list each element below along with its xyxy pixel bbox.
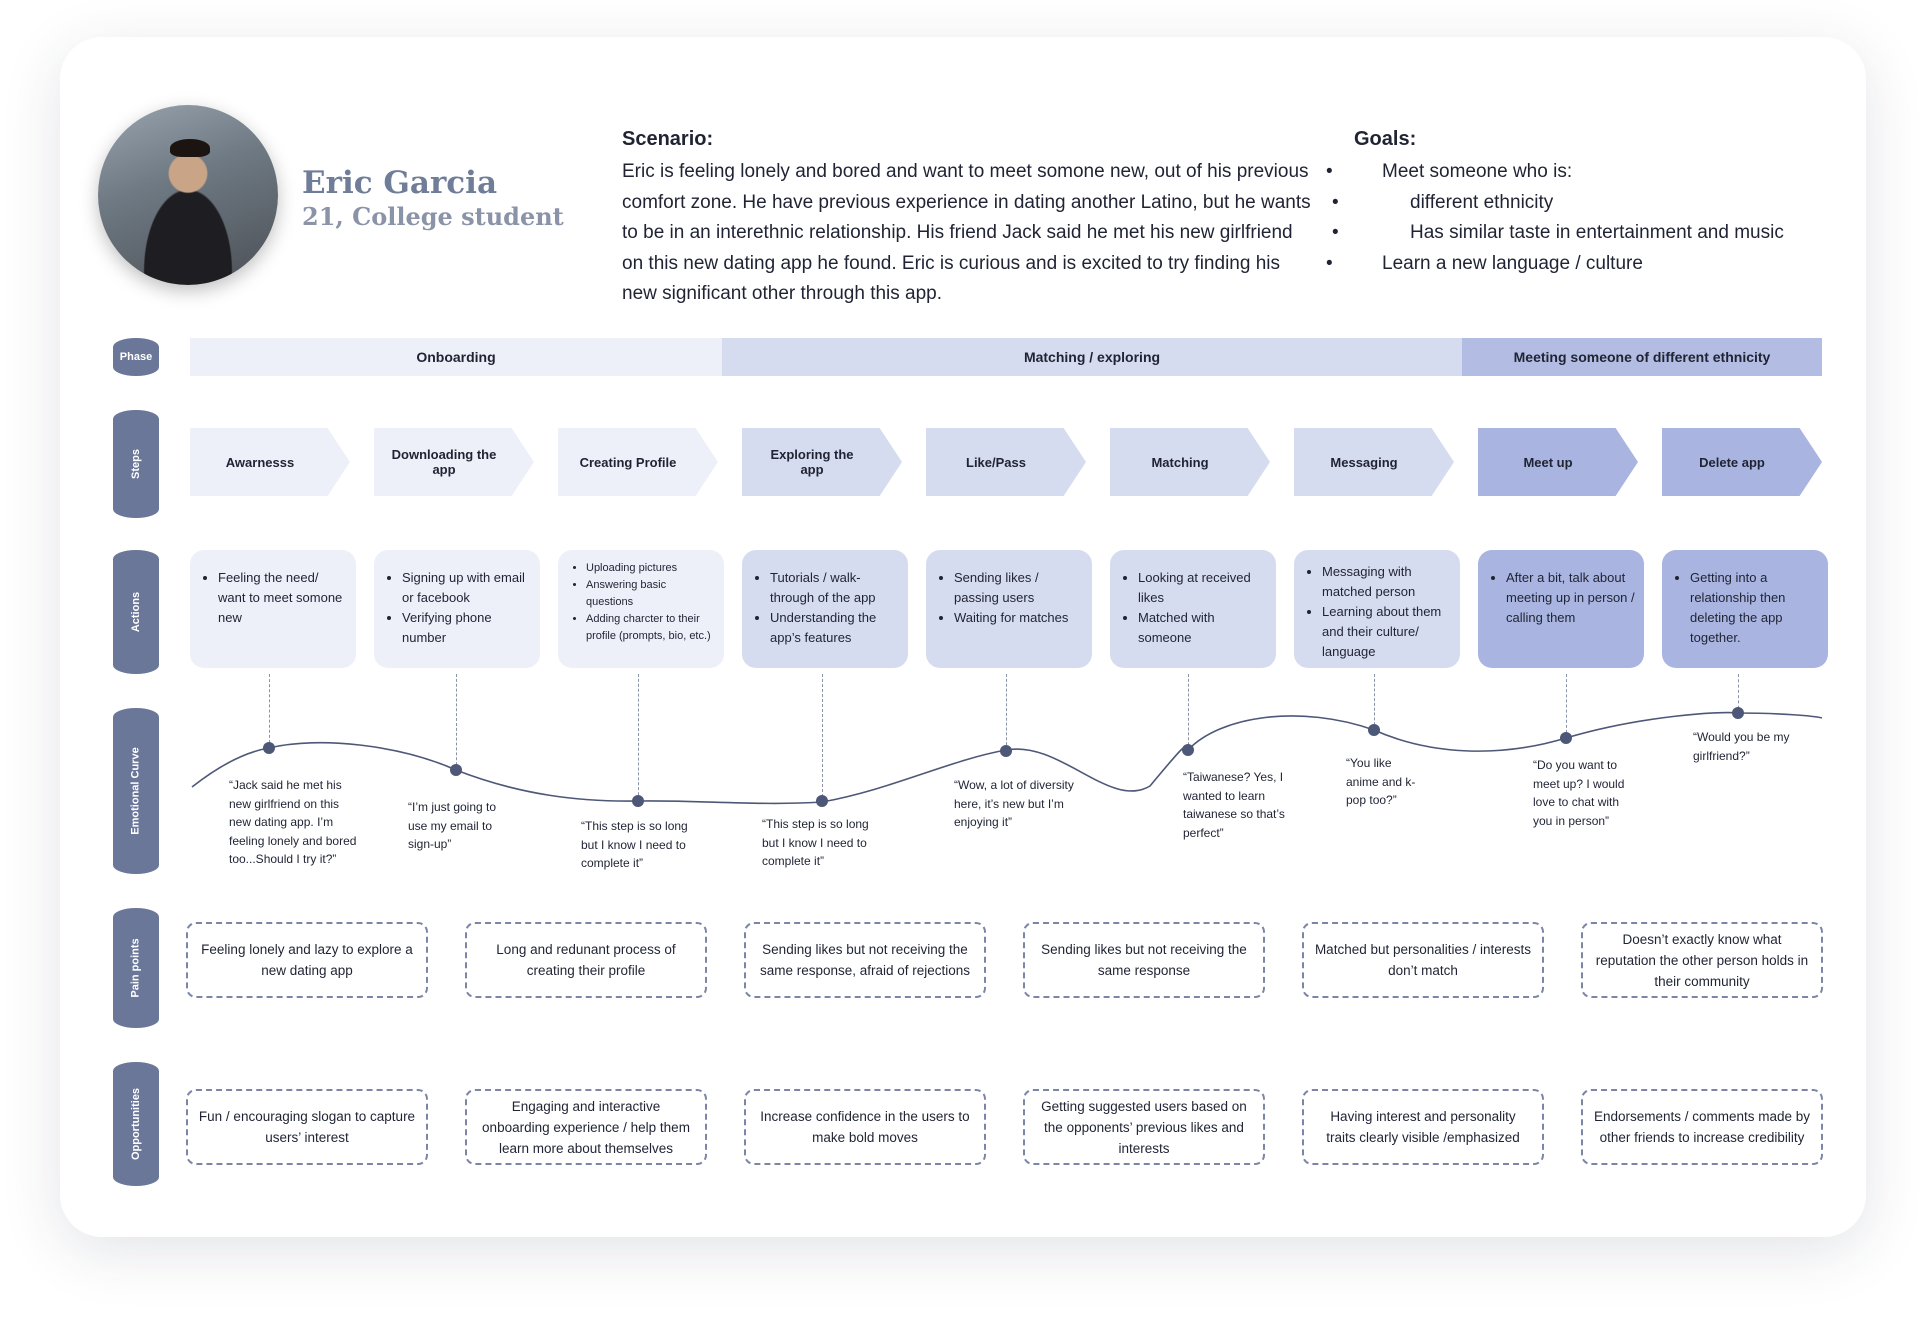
row-label-opportunities: Opportunities <box>113 1062 159 1186</box>
action-card: Feeling the need/ want to meet somone ne… <box>190 550 356 668</box>
row-label-steps: Steps <box>113 410 159 518</box>
connector-line <box>456 674 457 770</box>
avatar-hair <box>170 139 210 157</box>
emotion-dot <box>1732 707 1744 719</box>
persona-name: Eric Garcia <box>302 165 498 201</box>
connector-line <box>1738 674 1739 714</box>
opportunity-card: Engaging and interactive onboarding expe… <box>465 1089 707 1165</box>
step-like-pass: Like/Pass <box>926 428 1086 496</box>
connector-line <box>822 674 823 802</box>
opportunity-card: Endorsements / comments made by other fr… <box>1581 1089 1823 1165</box>
row-label-text: Phase <box>119 351 153 363</box>
pain-point-card: Matched but personalities / interests do… <box>1302 922 1544 998</box>
emotion-quote: “You like anime and k-pop too?” <box>1346 756 1416 807</box>
pain-point-card: Doesn’t exactly know what reputation the… <box>1581 922 1823 998</box>
scenario-title: Scenario: <box>622 128 714 150</box>
connector-line <box>1566 674 1567 738</box>
action-item: Matched with someone <box>1138 608 1268 648</box>
emotion-dot <box>450 764 462 776</box>
step-downloading: Downloading the app <box>374 428 534 496</box>
opportunity-card: Increase confidence in the users to make… <box>744 1089 986 1165</box>
action-item: Sending likes / passing users <box>954 568 1084 608</box>
action-card: Signing up with email or facebook Verify… <box>374 550 540 668</box>
row-label-phase: Phase <box>113 338 159 376</box>
emotion-quote: “Wow, a lot of diversity here, it’s new … <box>954 778 1074 829</box>
emotion-dot <box>632 795 644 807</box>
goal-subitem: Has similar taste in entertainment and m… <box>1332 218 1814 249</box>
row-label-actions: Actions <box>113 550 159 674</box>
action-card: Uploading pictures Answering basic quest… <box>558 550 724 668</box>
step-creating-profile: Creating Profile <box>558 428 718 496</box>
action-item: Tutorials / walk-through of the app <box>770 568 900 608</box>
goal-item: Meet someone who is: <box>1326 157 1814 188</box>
connector-line <box>1006 674 1007 750</box>
action-item: After a bit, talk about meeting up in pe… <box>1506 568 1636 628</box>
persona-subtitle: 21, College student <box>302 202 564 231</box>
action-card: After a bit, talk about meeting up in pe… <box>1478 550 1644 668</box>
action-card: Looking at received likes Matched with s… <box>1110 550 1276 668</box>
action-item: Uploading pictures <box>586 560 716 577</box>
action-item: Messaging with matched person <box>1322 562 1452 602</box>
emotion-quote: “Taiwanese? Yes, I wanted to learn taiwa… <box>1183 770 1285 840</box>
phase-matching-exploring: Matching / exploring <box>722 338 1462 376</box>
phase-meeting: Meeting someone of different ethnicity <box>1462 338 1822 376</box>
emotion-quote: “Would you be my girlfriend?” <box>1693 730 1790 763</box>
row-label-pain-points: Pain points <box>113 908 159 1028</box>
action-item: Waiting for matches <box>954 608 1084 628</box>
emotion-dot <box>1368 724 1380 736</box>
connector-line <box>269 674 270 748</box>
emotion-quote: “I’m just going to use my email to sign-… <box>408 800 497 851</box>
action-card: Tutorials / walk-through of the app Unde… <box>742 550 908 668</box>
connector-line <box>1374 674 1375 730</box>
emotion-dot <box>1560 732 1572 744</box>
step-awareness: Awarnesss <box>190 428 350 496</box>
action-card: Sending likes / passing users Waiting fo… <box>926 550 1092 668</box>
action-item: Understanding the app’s features <box>770 608 900 648</box>
emotion-dot <box>1182 744 1194 756</box>
pain-point-card: Long and redunant process of creating th… <box>465 922 707 998</box>
emotion-quote: “Jack said he met his new girlfriend on … <box>229 778 357 866</box>
emotion-dot <box>263 742 275 754</box>
step-meet-up: Meet up <box>1478 428 1638 496</box>
action-item: Signing up with email or facebook <box>402 568 532 608</box>
emotion-dot <box>1000 745 1012 757</box>
row-label-emotional-curve: Emotional Curve <box>113 708 159 874</box>
goals-list: Meet someone who is: different ethnicity… <box>1326 157 1814 280</box>
action-item: Answering basic questions <box>586 577 716 611</box>
step-messaging: Messaging <box>1294 428 1454 496</box>
emotion-dot <box>816 795 828 807</box>
action-card: Getting into a relationship then deletin… <box>1662 550 1828 668</box>
action-item: Feeling the need/ want to meet somone ne… <box>218 568 348 628</box>
goal-subitem: different ethnicity <box>1332 188 1814 219</box>
opportunity-card: Having interest and personality traits c… <box>1302 1089 1544 1165</box>
scenario-text: Eric is feeling lonely and bored and wan… <box>622 161 1311 304</box>
emotion-quote: “This step is so long but I know I need … <box>581 819 688 870</box>
connector-line <box>638 674 639 800</box>
pain-point-card: Feeling lonely and lazy to explore a new… <box>186 922 428 998</box>
action-item: Adding charcter to their profile (prompt… <box>586 611 716 645</box>
opportunity-card: Getting suggested users based on the opp… <box>1023 1089 1265 1165</box>
action-item: Learning about them and their culture/ l… <box>1322 602 1452 662</box>
action-card: Messaging with matched person Learning a… <box>1294 550 1460 668</box>
step-matching: Matching <box>1110 428 1270 496</box>
emotion-quote: “This step is so long but I know I need … <box>762 817 869 868</box>
action-item: Verifying phone number <box>402 608 532 648</box>
connector-line <box>1188 674 1189 750</box>
action-item: Looking at received likes <box>1138 568 1268 608</box>
emotion-quote: “Do you want to meet up? I would love to… <box>1533 758 1625 828</box>
phase-onboarding: Onboarding <box>190 338 722 376</box>
persona-avatar <box>98 105 278 285</box>
action-item: Getting into a relationship then deletin… <box>1690 568 1820 648</box>
goal-item: Learn a new language / culture <box>1326 249 1814 280</box>
pain-point-card: Sending likes but not receiving the same… <box>744 922 986 998</box>
goals-title: Goals: <box>1354 128 1417 150</box>
opportunity-card: Fun / encouraging slogan to capture user… <box>186 1089 428 1165</box>
pain-point-card: Sending likes but not receiving the same… <box>1023 922 1265 998</box>
step-exploring: Exploring the app <box>742 428 902 496</box>
step-delete-app: Delete app <box>1662 428 1822 496</box>
